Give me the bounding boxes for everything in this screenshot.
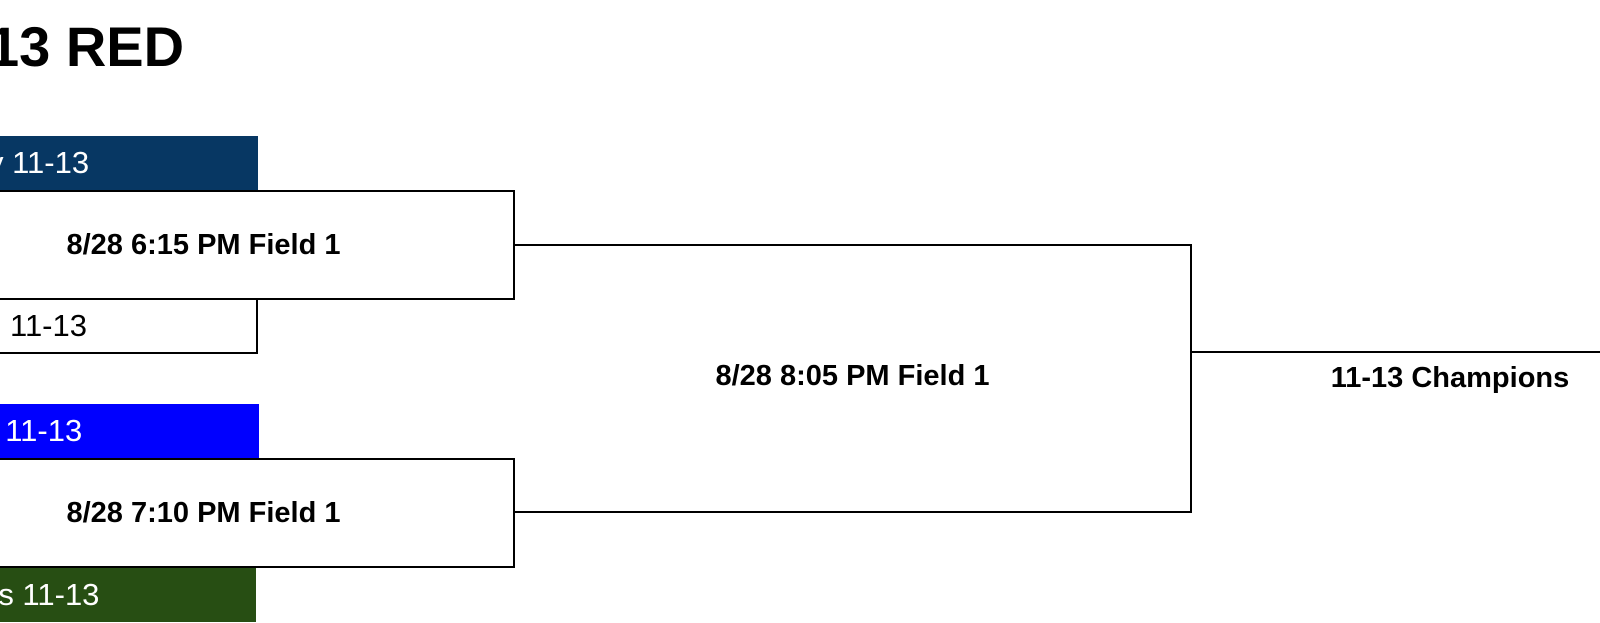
connector-game-2 xyxy=(515,511,1192,513)
game-2-box: 8/28 7:10 PM Field 1 xyxy=(0,458,515,568)
team-slot-4-label: rs 11-13 xyxy=(0,577,100,612)
final-game-label: 8/28 8:05 PM Field 1 xyxy=(715,360,990,392)
game-1-box: 8/28 6:15 PM Field 1 xyxy=(0,190,515,300)
team-slot-2-label: 11-13 xyxy=(10,308,87,343)
connector-vertical xyxy=(1190,244,1192,513)
connector-game-1 xyxy=(515,244,1192,246)
team-slot-1-label: y 11-13 xyxy=(0,145,90,180)
champion-label: 11-13 Champions xyxy=(1330,362,1570,394)
team-slot-3: t 11-13 xyxy=(0,404,259,458)
team-slot-3-label: t 11-13 xyxy=(0,413,83,448)
team-slot-1: y 11-13 xyxy=(0,136,258,190)
game-1-label: 8/28 6:15 PM Field 1 xyxy=(66,228,341,261)
team-slot-2: 11-13 xyxy=(0,297,258,354)
connector-champion xyxy=(1190,351,1600,353)
team-slot-4: rs 11-13 xyxy=(0,568,256,622)
game-2-label: 8/28 7:10 PM Field 1 xyxy=(66,496,341,529)
bracket-title: 13 RED xyxy=(0,15,185,78)
